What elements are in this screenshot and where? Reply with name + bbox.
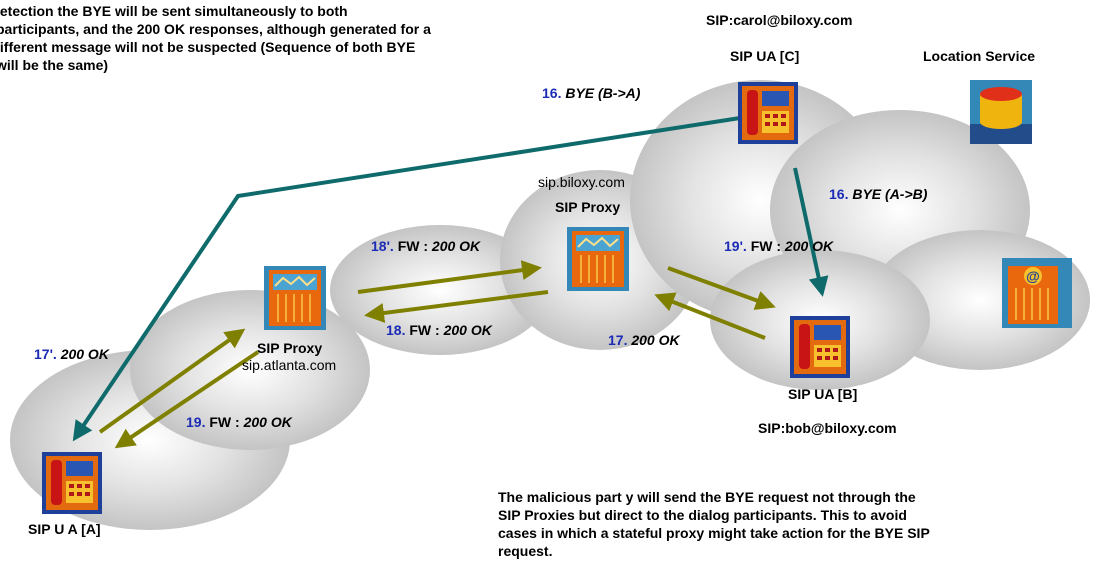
arrow-19-prime [667, 266, 776, 310]
response-arrows [98, 260, 776, 449]
arrow-17 [654, 292, 766, 340]
msg-16-bye-a-b: 16. BYE (A->B) [829, 186, 928, 202]
ua-b-label: SIP UA [B] [788, 386, 858, 402]
bye-b-to-a-arrow [72, 116, 741, 442]
proxy-atlanta-label: SIP Proxy [257, 340, 323, 356]
msg-16-bye-b-a: 16. BYE (B->A) [542, 85, 641, 101]
msg-17: 17. 200 OK [608, 332, 680, 348]
proxy-biloxy-domain: sip.biloxy.com [538, 174, 625, 190]
msg-19-prime: 19'. FW : 200 OK [724, 238, 834, 254]
database-icon [970, 80, 1032, 144]
msg-18: 18. FW : 200 OK [386, 322, 492, 338]
proxy-biloxy-label: SIP Proxy [555, 199, 621, 215]
ua-c-phone-icon [738, 82, 798, 144]
svg-text:@: @ [1026, 268, 1040, 284]
ua-b-phone-icon [790, 316, 850, 378]
mail-server-icon: @ [1002, 258, 1072, 328]
bye-a-to-b-arrow [793, 167, 829, 297]
arrow-18 [364, 290, 549, 323]
attack-arrows [72, 116, 829, 442]
msg-17-prime: 17'. 200 OK [34, 346, 109, 362]
ua-a-label: SIP U A [A] [28, 521, 101, 537]
location-service-label: Location Service [923, 48, 1036, 64]
proxy-biloxy-icon [567, 227, 629, 291]
arrow-18-prime [357, 260, 542, 294]
proxy-atlanta-icon [264, 266, 326, 330]
proxy-atlanta-domain: sip.atlanta.com [242, 357, 337, 373]
msg-18-prime: 18'. FW : 200 OK [371, 238, 481, 254]
bottom-note: The malicious part y will send the BYE r… [498, 489, 930, 559]
top-note: letection the BYE will be sent simultane… [0, 3, 431, 73]
ua-c-label: SIP UA [C] [730, 48, 800, 64]
arrow-17-prime [98, 328, 246, 434]
ua-b-uri: SIP:bob@biloxy.com [758, 420, 897, 436]
arrow-19 [114, 350, 260, 449]
ua-c-uri: SIP:carol@biloxy.com [706, 12, 853, 28]
msg-19: 19. FW : 200 OK [186, 414, 292, 430]
ua-a-phone-icon [42, 452, 102, 514]
